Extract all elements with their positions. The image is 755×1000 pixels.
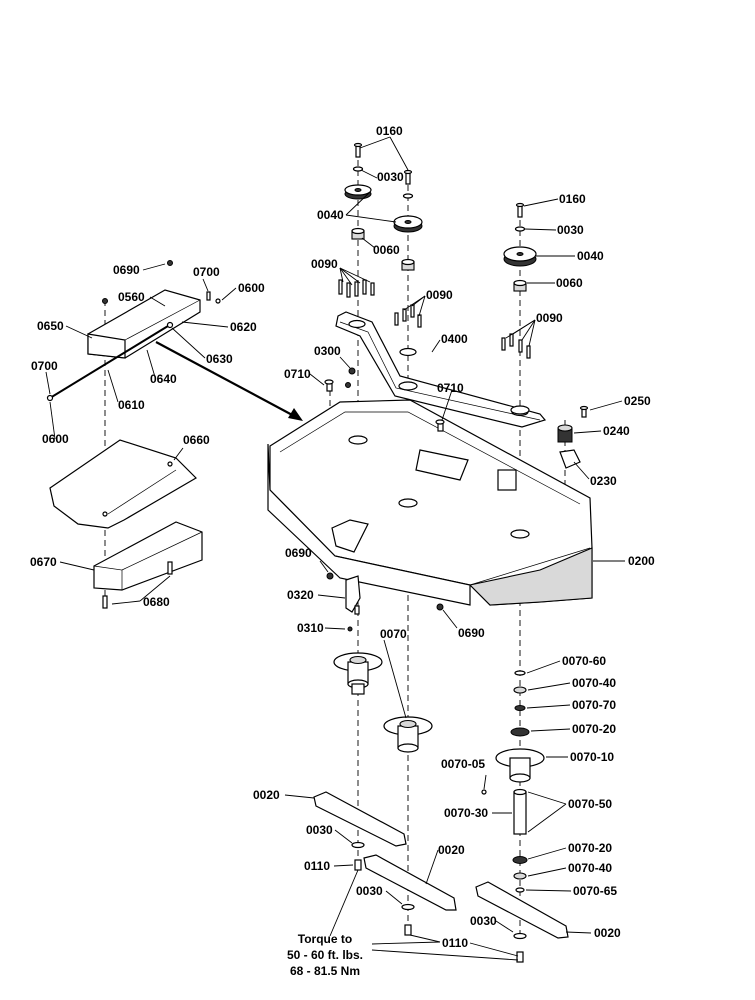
blade-right xyxy=(475,881,569,963)
mower-deck-0200 xyxy=(267,381,593,606)
label-0070-40-a: 0070-40 xyxy=(572,676,616,690)
label-0400: 0400 xyxy=(441,332,468,346)
idler-assembly xyxy=(557,405,589,469)
label-0670: 0670 xyxy=(30,555,57,569)
label-0020-a: 0020 xyxy=(253,788,280,802)
label-0630: 0630 xyxy=(206,352,233,366)
torque-note-line2: 50 - 60 ft. lbs. xyxy=(287,948,363,962)
label-0070-20-a: 0070-20 xyxy=(572,722,616,736)
label-0320: 0320 xyxy=(287,588,314,602)
label-0700-a: 0700 xyxy=(193,265,220,279)
label-0620: 0620 xyxy=(230,320,257,334)
label-0090-a: 0090 xyxy=(311,257,338,271)
deflector-hinge-assembly xyxy=(46,260,221,402)
label-0070: 0070 xyxy=(380,627,407,641)
label-0160-b: 0160 xyxy=(559,192,586,206)
spindle-right-exploded xyxy=(481,670,545,893)
label-0090-b: 0090 xyxy=(426,288,453,302)
label-0200: 0200 xyxy=(628,554,655,568)
label-0660: 0660 xyxy=(183,433,210,447)
label-0610: 0610 xyxy=(118,398,145,412)
label-0690-c: 0690 xyxy=(458,626,485,640)
label-0030-b: 0030 xyxy=(557,223,584,237)
deflector-shield-0660 xyxy=(49,439,197,529)
pulley-stack-right xyxy=(503,202,537,292)
label-0070-30: 0070-30 xyxy=(444,806,488,820)
label-0070-40-b: 0070-40 xyxy=(568,861,612,875)
label-0060-a: 0060 xyxy=(373,243,400,257)
label-0710-a: 0710 xyxy=(284,367,311,381)
torque-note-line1: Torque to xyxy=(298,932,352,946)
label-0030-d: 0030 xyxy=(356,884,383,898)
bolt-group-0090 xyxy=(338,279,531,359)
label-0690-b: 0690 xyxy=(285,546,312,560)
label-0030-c: 0030 xyxy=(306,823,333,837)
pulley-stack-left xyxy=(344,142,423,271)
label-0020-c: 0020 xyxy=(594,926,621,940)
label-0070-65: 0070-65 xyxy=(573,884,617,898)
label-0680: 0680 xyxy=(143,595,170,609)
label-0710-b: 0710 xyxy=(437,381,464,395)
label-0020-b: 0020 xyxy=(438,843,465,857)
label-0640: 0640 xyxy=(150,372,177,386)
leader-lines xyxy=(45,136,625,961)
label-0040-b: 0040 xyxy=(577,249,604,263)
spindle-left xyxy=(333,652,383,695)
label-0300: 0300 xyxy=(314,344,341,358)
label-0030-a: 0030 xyxy=(377,170,404,184)
label-0070-50: 0070-50 xyxy=(568,797,612,811)
spindle-center xyxy=(383,716,433,753)
label-0600-b: 0600 xyxy=(42,432,69,446)
label-0110-b: 0110 xyxy=(442,936,468,950)
label-0240: 0240 xyxy=(603,424,630,438)
label-0560: 0560 xyxy=(118,290,145,304)
label-0600-a: 0600 xyxy=(238,281,265,295)
label-0690-a: 0690 xyxy=(113,263,140,277)
label-0250: 0250 xyxy=(624,394,651,408)
deflector-bracket-0670 xyxy=(93,521,203,609)
torque-note: Torque to 50 - 60 ft. lbs. 68 - 81.5 Nm xyxy=(287,932,363,978)
label-0030-e: 0030 xyxy=(470,914,497,928)
label-0060-b: 0060 xyxy=(556,276,583,290)
label-0070-05: 0070-05 xyxy=(441,757,485,771)
label-0070-60: 0070-60 xyxy=(562,654,606,668)
blade-center xyxy=(363,854,457,936)
label-0310: 0310 xyxy=(297,621,324,635)
deck-hardware xyxy=(324,367,445,632)
label-0040-a: 0040 xyxy=(317,208,344,222)
label-0090-c: 0090 xyxy=(536,311,563,325)
label-0070-70: 0070-70 xyxy=(572,698,616,712)
label-0700-b: 0700 xyxy=(31,359,58,373)
label-0070-10: 0070-10 xyxy=(570,750,614,764)
label-0650: 0650 xyxy=(37,319,64,333)
torque-note-line3: 68 - 81.5 Nm xyxy=(290,964,360,978)
part-labels: 0160 0030 0040 0060 0090 0090 0400 0160 … xyxy=(30,124,655,950)
label-0070-20-b: 0070-20 xyxy=(568,841,612,855)
label-0160-a: 0160 xyxy=(376,124,403,138)
label-0230: 0230 xyxy=(590,474,617,488)
label-0110-a: 0110 xyxy=(304,859,330,873)
assembly-arrow xyxy=(155,341,303,421)
